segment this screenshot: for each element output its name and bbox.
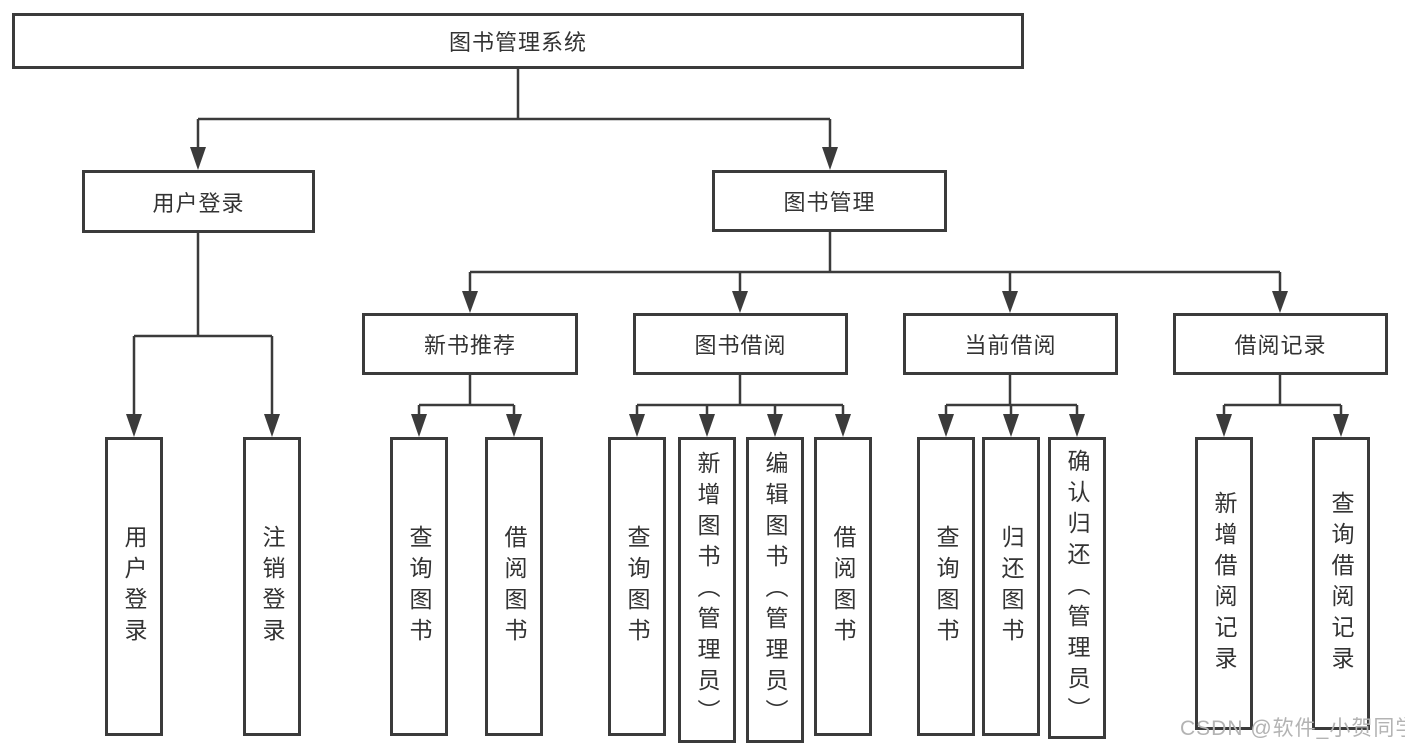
node-add-book-admin: 新增图书（管理员）: [678, 437, 736, 743]
node-add-book-admin-label: 新增图书（管理员）: [694, 450, 720, 730]
node-edit-book-admin-label: 编辑图书（管理员）: [762, 450, 788, 730]
node-book-borrowing-label: 图书借阅: [694, 333, 787, 358]
node-borrow-books-borrowing-label: 借阅图书: [830, 524, 856, 649]
node-query-books-borrowing-label: 查询图书: [624, 524, 650, 649]
node-borrow-books-borrowing: 借阅图书: [814, 437, 872, 736]
node-new-book-recommend: 新书推荐: [362, 313, 578, 375]
node-query-books-current-label: 查询图书: [933, 524, 959, 649]
node-query-books-recommend: 查询图书: [390, 437, 448, 736]
node-query-books-recommend-label: 查询图书: [406, 524, 432, 649]
node-add-borrow-record-label: 新增借阅记录: [1211, 490, 1237, 677]
node-current-borrowing-label: 当前借阅: [964, 333, 1057, 358]
node-book-management-label: 图书管理: [783, 190, 876, 215]
node-query-borrow-record: 查询借阅记录: [1312, 437, 1370, 730]
node-borrow-books-recommend: 借阅图书: [485, 437, 543, 736]
node-user-login-label: 用户登录: [152, 190, 245, 216]
node-user-login: 用户登录: [82, 170, 315, 233]
node-confirm-return-admin: 确认归还（管理员）: [1048, 437, 1106, 739]
node-current-borrowing: 当前借阅: [903, 313, 1118, 375]
node-logout-label: 注销登录: [259, 524, 285, 649]
node-return-books: 归还图书: [982, 437, 1040, 736]
node-return-books-label: 归还图书: [998, 524, 1024, 649]
node-book-management: 图书管理: [712, 170, 947, 232]
node-borrow-books-recommend-label: 借阅图书: [501, 524, 527, 649]
node-edit-book-admin: 编辑图书（管理员）: [746, 437, 804, 743]
node-new-book-recommend-label: 新书推荐: [423, 333, 516, 358]
node-library-system-label: 图书管理系统: [448, 30, 587, 55]
node-borrow-records: 借阅记录: [1173, 313, 1388, 375]
node-library-system: 图书管理系统: [12, 13, 1024, 69]
node-query-borrow-record-label: 查询借阅记录: [1328, 490, 1354, 677]
node-query-books-current: 查询图书: [917, 437, 975, 736]
node-book-borrowing: 图书借阅: [633, 313, 848, 375]
node-login-label: 用户登录: [121, 524, 147, 649]
node-login: 用户登录: [105, 437, 163, 736]
node-confirm-return-admin-label: 确认归还（管理员）: [1064, 448, 1090, 728]
node-logout: 注销登录: [243, 437, 301, 736]
node-add-borrow-record: 新增借阅记录: [1195, 437, 1253, 730]
node-borrow-records-label: 借阅记录: [1234, 333, 1327, 358]
node-query-books-borrowing: 查询图书: [608, 437, 666, 736]
csdn-watermark: CSDN @软件_小贺同学: [1180, 717, 1405, 740]
